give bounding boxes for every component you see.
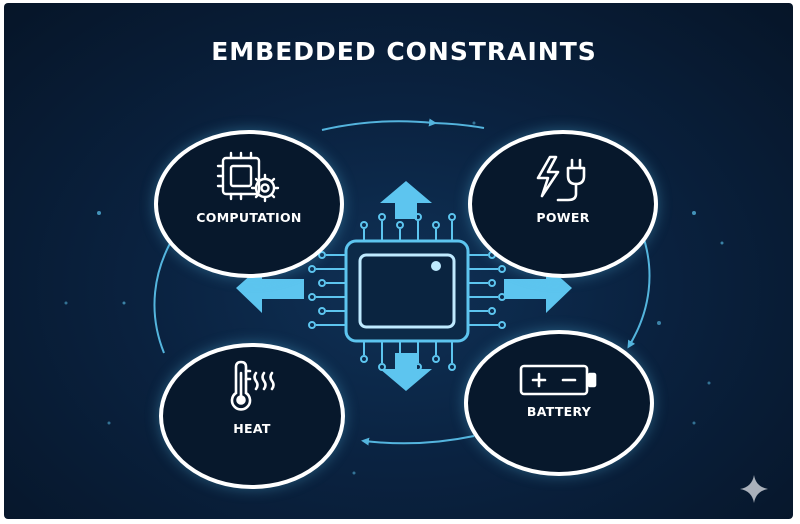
cpu-gear-icon [216,151,280,203]
node-power: POWER [468,130,658,278]
node-computation-label: COMPUTATION [196,210,302,225]
node-heat: HEAT [159,343,345,489]
diagram-title: EMBEDDED CONSTRAINTS [211,37,597,66]
node-heat-label: HEAT [233,421,271,436]
arrow-down-icon [380,353,432,391]
node-power-label: POWER [536,210,590,225]
node-battery-label: BATTERY [526,404,592,419]
battery-icon [519,364,597,396]
thermometer-icon [230,360,275,411]
diagram-graphic [64,118,768,503]
background-particles [64,121,724,475]
node-battery: BATTERY [464,330,654,476]
diagram-canvas: EMBEDDED CONSTRAINTS COMPUTATION POWER [4,3,793,519]
arrow-up-icon [380,181,432,219]
sparkle-icon [740,475,768,503]
lightning-plug-icon [536,155,586,202]
node-computation: COMPUTATION [154,130,344,278]
microchip-icon [308,213,506,371]
cycle-ring [153,118,651,446]
